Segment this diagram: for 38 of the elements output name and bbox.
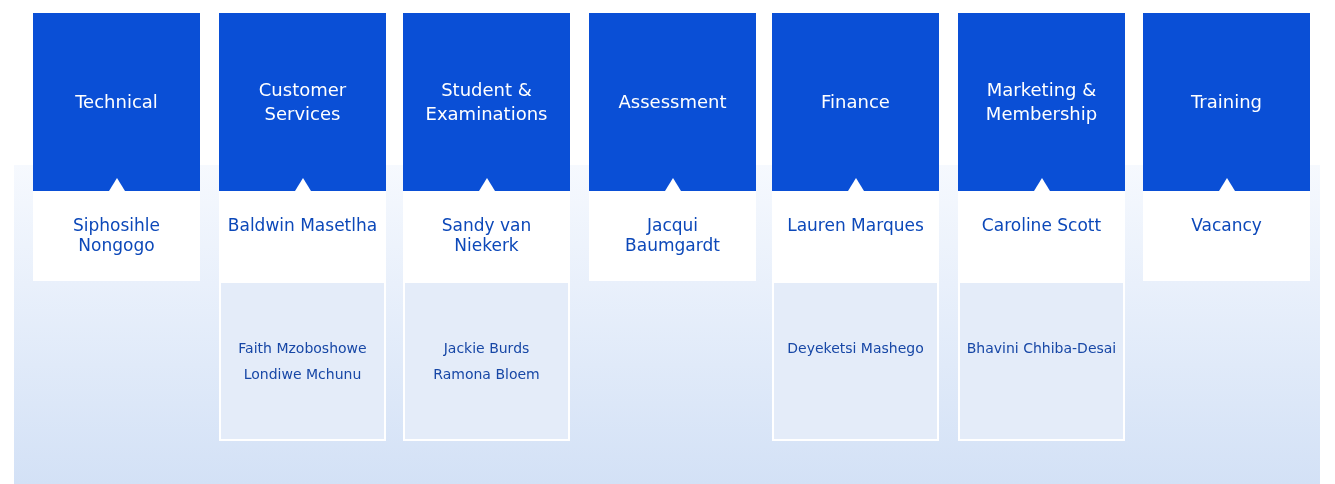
staff-card xyxy=(403,281,570,441)
department-header xyxy=(589,13,756,191)
manager-name: Jacqui Baumgardt xyxy=(624,215,721,255)
manager-name: Lauren Marques xyxy=(787,215,924,235)
manager-name: Baldwin Masetlha xyxy=(227,215,378,235)
staff-name: Ramona Bloem xyxy=(433,365,540,384)
department-title: Finance xyxy=(821,90,890,114)
department-title: Student & Examinations xyxy=(424,78,549,126)
staff-name: Jackie Burds xyxy=(443,339,530,358)
manager-name: Sandy van Niekerk xyxy=(440,215,533,255)
staff-name: Bhavini Chhiba-Desai xyxy=(966,339,1117,358)
manager-card xyxy=(33,191,200,281)
manager-card xyxy=(403,191,570,281)
department-header xyxy=(1143,13,1310,191)
manager-card xyxy=(958,191,1125,281)
staff-card xyxy=(958,281,1125,441)
department-title: Marketing & Membership xyxy=(984,78,1099,126)
department-title: Customer Services xyxy=(257,78,348,126)
manager-card xyxy=(589,191,756,281)
manager-name: Caroline Scott xyxy=(981,215,1102,235)
department-title: Training xyxy=(1191,90,1262,114)
department-header xyxy=(403,13,570,191)
manager-name: Siphosihle Nongogo xyxy=(72,215,161,255)
manager-name: Vacancy xyxy=(1191,215,1262,235)
department-header xyxy=(772,13,939,191)
department-title: Assessment xyxy=(618,90,727,114)
staff-card xyxy=(772,281,939,441)
staff-name: Londiwe Mchunu xyxy=(243,365,362,384)
staff-name: Deyeketsi Mashego xyxy=(787,339,924,358)
manager-card xyxy=(219,191,386,281)
staff-card xyxy=(219,281,386,441)
department-header xyxy=(219,13,386,191)
department-header xyxy=(958,13,1125,191)
department-header xyxy=(33,13,200,191)
manager-card xyxy=(1143,191,1310,281)
staff-name: Faith Mzoboshowe xyxy=(238,339,367,358)
manager-card xyxy=(772,191,939,281)
department-title: Technical xyxy=(75,90,158,114)
